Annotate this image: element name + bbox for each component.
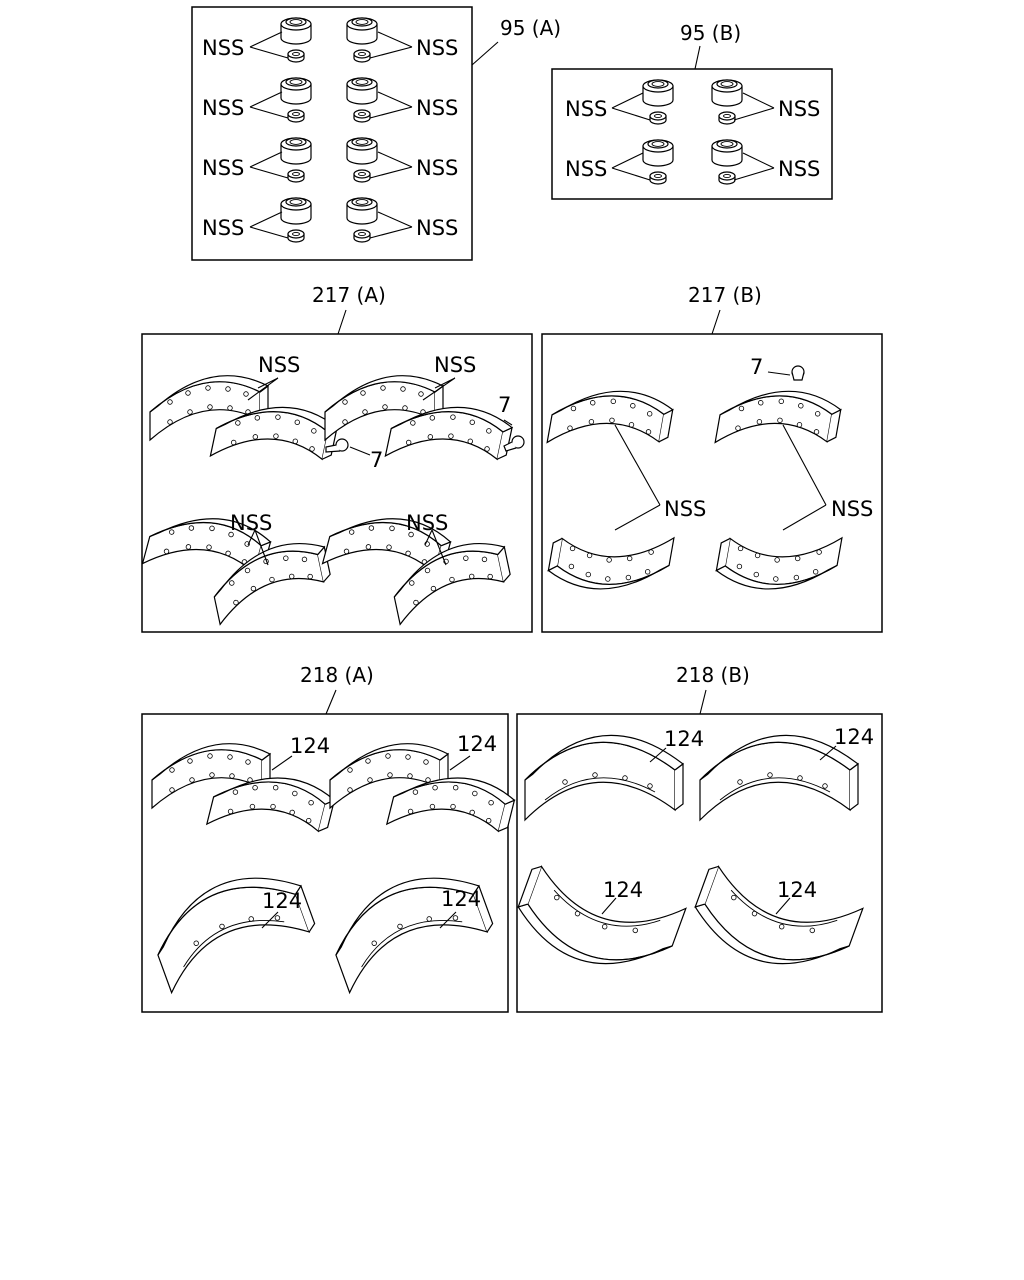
nss-label-95a-5: NSS [416, 36, 458, 60]
nss-label-217a-1: NSS [258, 353, 300, 377]
nss-label-95a-6: NSS [416, 96, 458, 120]
group-box-217a [141, 333, 533, 633]
part-124-label-218a-4: 124 [441, 887, 481, 911]
ref-label-95a: 95 (A) [500, 16, 561, 40]
nss-label-95b-1: NSS [565, 97, 607, 121]
group-box-218b [516, 713, 883, 1013]
group-box-95a [191, 6, 473, 261]
nss-label-95a-8: NSS [416, 216, 458, 240]
nss-label-95a-2: NSS [202, 96, 244, 120]
part-7-label-217a-1: 7 [370, 448, 383, 472]
leader-218b [699, 689, 707, 715]
group-box-218a [141, 713, 509, 1013]
nss-label-95a-4: NSS [202, 216, 244, 240]
part-124-label-218a-2: 124 [457, 732, 497, 756]
part-124-label-218a-3: 124 [262, 889, 302, 913]
leader-217a [337, 309, 347, 335]
part-124-label-218a-1: 124 [290, 734, 330, 758]
nss-label-95a-3: NSS [202, 156, 244, 180]
leader-217b [711, 309, 721, 335]
shoe-set-218b [507, 734, 864, 989]
nss-label-217a-3: NSS [230, 511, 272, 535]
lining-set-217b [545, 365, 844, 602]
leader-218a [325, 689, 337, 715]
leader-95a [471, 41, 499, 66]
shoe-set-218a [142, 743, 518, 994]
part-124-label-218b-3: 124 [603, 878, 643, 902]
ref-label-218b: 218 (B) [676, 663, 750, 687]
part-124-label-218b-4: 124 [777, 878, 817, 902]
nss-label-95b-3: NSS [778, 97, 820, 121]
nss-label-217b-2: NSS [831, 497, 873, 521]
nss-label-95b-2: NSS [565, 157, 607, 181]
nss-label-217b-1: NSS [664, 497, 706, 521]
part-7-label-217a-2: 7 [498, 393, 511, 417]
part-124-label-218b-2: 124 [834, 725, 874, 749]
ref-label-218a: 218 (A) [300, 663, 374, 687]
group-box-95b [551, 68, 833, 200]
part-7-label-217b: 7 [750, 355, 763, 379]
nss-label-95a-7: NSS [416, 156, 458, 180]
lining-set-217a [141, 375, 525, 625]
part-124-label-218b-1: 124 [664, 727, 704, 751]
nss-label-217a-4: NSS [406, 511, 448, 535]
ref-label-217a: 217 (A) [312, 283, 386, 307]
nss-label-217a-2: NSS [434, 353, 476, 377]
seal-kit-95a [249, 17, 413, 243]
nss-label-95b-4: NSS [778, 157, 820, 181]
ref-label-217b: 217 (B) [688, 283, 762, 307]
ref-label-95b: 95 (B) [680, 21, 741, 45]
leader-95b [694, 45, 701, 70]
seal-kit-95b [611, 79, 775, 185]
nss-label-95a-1: NSS [202, 36, 244, 60]
